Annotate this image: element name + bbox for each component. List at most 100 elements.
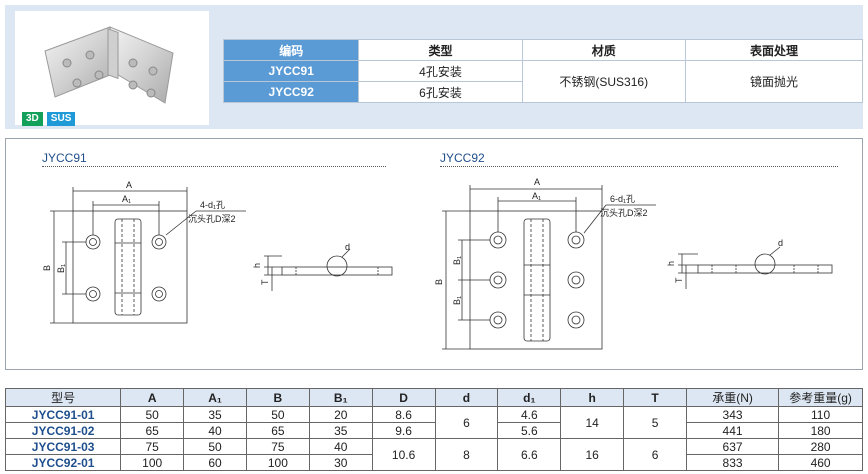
spec-header-code: 编码 [222,39,360,61]
dims-header-B1: B₁ [308,388,373,407]
spec-header-surface: 表面处理 [684,39,864,61]
table-row: JYCC91-02 65 40 65 35 9.6 5.6 441 180 [4,422,863,439]
dim-label-B1-right: B₁ [452,256,462,265]
cell-A1: 60 [183,454,247,471]
dims-header-row: 型号 A A₁ B B₁ D d d₁ h T 承重(N) 参考重量(g) [4,388,863,407]
dim-label-A1: A₁ [122,194,131,204]
table-row: JYCC92-01 100 60 100 30 833 460 [4,454,863,471]
cell-B1: 20 [308,406,373,423]
model-code: JYCC91-02 [4,422,122,439]
cell-D: 10.6 [371,438,436,471]
dim-label-A: A [126,180,132,190]
cell-h: 14 [560,406,625,439]
cell-weight: 280 [778,438,863,455]
spec-surface: 镜面抛光 [684,60,864,103]
cell-A: 50 [120,406,185,423]
dim-label-h-right: h [666,261,676,266]
model-code: JYCC91-01 [4,406,122,423]
cell-T: 6 [623,438,687,471]
cell-B1: 35 [308,422,373,439]
cell-D: 9.6 [371,422,436,439]
dim-label-B: B [42,265,52,271]
drawing-title-underline [440,166,838,167]
badge-group: 3D SUS [22,112,76,126]
product-header: 3D SUS 编码 类型 材质 表面处理 JYCC91 4孔安装 不锈钢(SUS… [5,5,864,129]
cell-A1: 40 [183,422,247,439]
table-row: JYCC91-01 50 35 50 20 8.6 6 4.6 14 5 343… [4,406,863,439]
dim-label-T-left: T [260,279,270,285]
cell-weight: 460 [778,454,863,471]
dimension-table: 型号 A A₁ B B₁ D d d₁ h T 承重(N) 参考重量(g) JY… [4,388,863,471]
dims-header-A: A [120,388,185,407]
dims-header-A1: A₁ [183,388,247,407]
cell-D: 8.6 [371,406,436,423]
cell-A: 75 [120,438,185,455]
cell-load: 637 [685,438,780,455]
dims-header-d: d [434,388,499,407]
badge-sus: SUS [46,112,76,126]
cell-weight: 180 [778,422,863,439]
cell-weight: 110 [778,406,863,423]
spec-table: 编码 类型 材质 表面处理 JYCC91 4孔安装 不锈钢(SUS316) 镜面… [222,39,864,103]
hinge-photo-illustration [44,26,174,104]
cell-B: 65 [245,422,310,439]
cell-d1: 6.6 [497,438,562,471]
cell-d1: 5.6 [497,422,562,439]
cell-load: 441 [685,422,780,439]
note-left-countersink: 沉头孔D深2 [188,214,236,224]
left-hinge-knuckle [114,218,142,316]
cell-A1: 35 [183,406,247,423]
cell-B1: 40 [308,438,373,455]
model-code: JYCC92-01 [4,454,122,471]
product-photo [15,11,209,125]
drawing-title-left: JYCC91 [42,151,87,165]
dims-header-d1: d₁ [497,388,562,407]
cell-B: 75 [245,438,310,455]
dim-label-d-left: d [345,242,350,252]
dim-label-B1: B₁ [56,264,66,273]
dims-header-load: 承重(N) [685,388,780,407]
note-right-holes: 6-d₁孔 [610,194,635,204]
drawing-title-underline [42,166,386,167]
dim-label-A-right: A [534,177,540,187]
dims-header-h: h [560,388,625,407]
dim-label-B1-right: B₁ [452,296,462,305]
dim-label-h-left: h [252,263,262,268]
spec-header-row: 编码 类型 材质 表面处理 [222,39,864,61]
model-code: JYCC91-03 [4,438,122,455]
cell-T: 5 [623,406,687,439]
note-left-holes: 4-d₁孔 [200,200,225,210]
spec-code: JYCC91 [222,60,360,82]
dim-label-B-right: B [434,279,444,285]
cell-A1: 50 [183,438,247,455]
cell-d: 8 [434,438,499,471]
cell-A: 65 [120,422,185,439]
spec-material: 不锈钢(SUS316) [521,60,686,103]
cell-A: 100 [120,454,185,471]
spec-code: JYCC92 [222,81,360,103]
table-row: JYCC91-03 75 50 75 40 10.6 8 6.6 16 6 63… [4,438,863,471]
cell-d: 6 [434,406,499,439]
dim-label-d-right: d [778,238,783,248]
note-right-countersink: 沉头孔D深2 [600,208,648,218]
spec-type: 4孔安装 [358,60,523,82]
dim-label-T-right: T [674,277,684,283]
technical-drawing-panel: JYCC91 JYCC92 [5,138,863,370]
cell-d1: 4.6 [497,406,562,423]
spec-header-material: 材质 [521,39,686,61]
badge-3d: 3D [22,112,43,126]
dim-label-A1-right: A₁ [532,191,541,201]
right-hinge-knuckle [523,218,551,342]
spec-header-type: 类型 [358,39,523,61]
spec-row: JYCC91 4孔安装 不锈钢(SUS316) 镜面抛光 [222,60,864,103]
cell-B: 100 [245,454,310,471]
left-hinge-outline [72,210,188,324]
drawing-title-right: JYCC92 [440,151,485,165]
dims-header-weight: 参考重量(g) [778,388,863,407]
dims-header-D: D [371,388,436,407]
spec-row: JYCC92 6孔安装 [222,81,863,103]
cell-B: 50 [245,406,310,423]
dims-header-model: 型号 [4,388,122,407]
cell-h: 16 [560,438,625,471]
cell-B1: 30 [308,454,373,471]
